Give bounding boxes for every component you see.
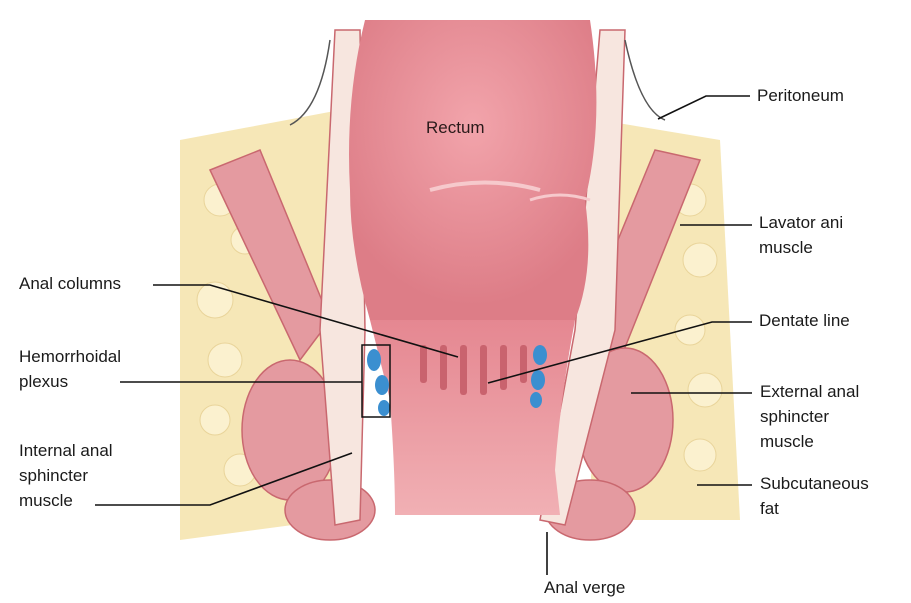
label-levator-line-2: muscle <box>759 236 813 260</box>
label-anal-columns: Anal columns <box>19 272 121 296</box>
fat-lobule <box>688 373 722 407</box>
vein-right <box>533 345 547 365</box>
vein-left <box>378 400 390 416</box>
anal-column <box>480 345 487 395</box>
fat-lobule <box>200 405 230 435</box>
rectum-lumen <box>349 20 596 320</box>
label-rectum: Rectum <box>426 116 485 140</box>
anal-column <box>520 345 527 383</box>
peritoneum-curve <box>625 40 665 120</box>
label-hemorrhoidal-line-2: plexus <box>19 370 68 394</box>
vein-right <box>530 392 542 408</box>
fat-lobule <box>675 315 705 345</box>
leader-peritoneum <box>658 96 750 119</box>
label-external-line-2: sphincter <box>760 405 829 429</box>
label-peritoneum: Peritoneum <box>757 84 844 108</box>
vein-left <box>367 349 381 371</box>
fat-lobule <box>683 243 717 277</box>
anal-column <box>460 345 467 395</box>
fat-lobule <box>684 439 716 471</box>
anal-column <box>420 345 427 383</box>
peritoneum-curve-left <box>290 40 330 125</box>
anal-column <box>500 345 507 390</box>
label-levator-line-1: Lavator ani <box>759 211 843 235</box>
label-anal-verge: Anal verge <box>544 576 625 600</box>
label-subcutaneous-line-1: Subcutaneous <box>760 472 869 496</box>
label-external-line-1: External anal <box>760 380 859 404</box>
label-internal-line-2: sphincter <box>19 464 88 488</box>
label-internal-line-1: Internal anal <box>19 439 113 463</box>
label-internal-line-3: muscle <box>19 489 73 513</box>
vein-left <box>375 375 389 395</box>
fat-lobule <box>208 343 242 377</box>
label-external-line-3: muscle <box>760 430 814 454</box>
label-subcutaneous-line-2: fat <box>760 497 779 521</box>
label-dentate-line: Dentate line <box>759 309 850 333</box>
vein-right <box>531 370 545 390</box>
fat-lobule <box>197 282 233 318</box>
label-hemorrhoidal-line-1: Hemorrhoidal <box>19 345 121 369</box>
